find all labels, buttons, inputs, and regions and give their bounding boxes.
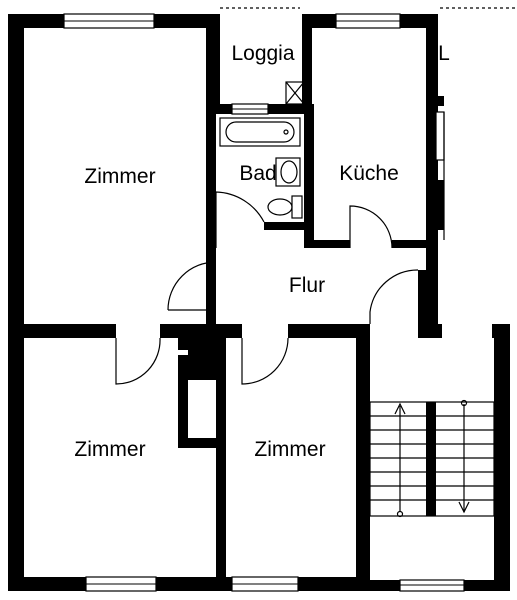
room-label-zimmer-top-left: Zimmer [84,165,156,188]
staircase [369,399,495,518]
windows [63,13,465,592]
door-swings [115,191,419,385]
room-label-kueche: Küche [339,162,399,185]
room-label-zimmer-bottom-mid: Zimmer [254,438,326,461]
room-label-bad: Bad [239,162,277,185]
room-label-loggia-right-partial: L [438,42,450,65]
loggia-outline [220,7,517,105]
room-label-flur: Flur [288,274,326,297]
room-label-loggia: Loggia [231,42,295,65]
bathroom-fixtures [219,117,303,219]
room-label-zimmer-bottom-left: Zimmer [74,438,146,461]
